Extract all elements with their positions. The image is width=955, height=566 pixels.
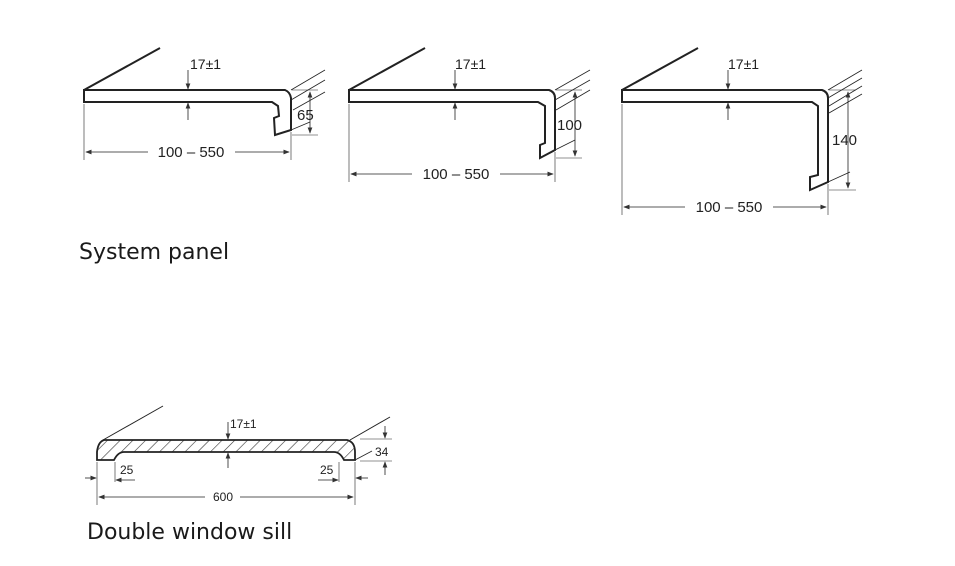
system-panel-profile-65 [83, 47, 326, 160]
profile-3-thickness: 17±1 [728, 56, 759, 72]
double-window-sill-profile [85, 405, 392, 505]
profile-1-height: 65 [297, 107, 314, 124]
profile-1-width: 100 – 550 [158, 144, 225, 161]
profile-2-width: 100 – 550 [423, 166, 490, 183]
system-panel-profile-140 [621, 47, 863, 215]
profile-1-thickness: 17±1 [190, 56, 221, 72]
profile-2-height: 100 [557, 117, 582, 134]
sill-height: 34 [375, 445, 389, 459]
sill-width: 600 [213, 490, 233, 504]
sill-left-edge: 25 [120, 463, 134, 477]
double-window-sill-title: Double window sill [87, 520, 293, 545]
profile-3-width: 100 – 550 [696, 199, 763, 216]
sill-right-edge: 25 [320, 463, 334, 477]
profile-2-thickness: 17±1 [455, 56, 486, 72]
system-panel-profile-100 [348, 47, 591, 182]
sill-thickness: 17±1 [230, 417, 257, 431]
system-panel-title: System panel [79, 240, 230, 265]
profile-3-height: 140 [832, 132, 857, 149]
